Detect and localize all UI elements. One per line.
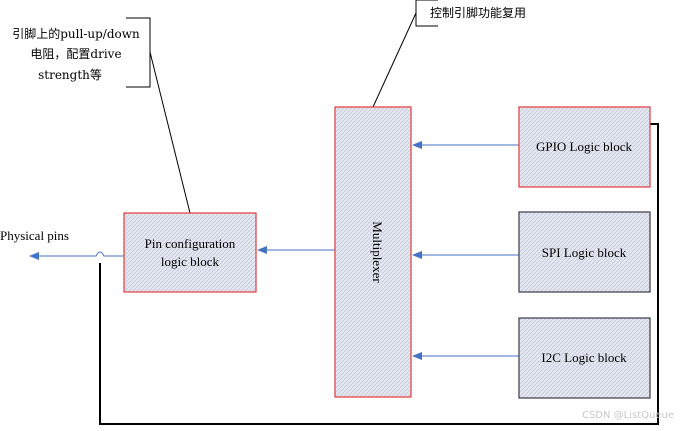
note-line-3: strength等 bbox=[38, 68, 102, 82]
loop-line bbox=[99, 123, 659, 425]
watermark: CSDN @ListQueue bbox=[582, 410, 674, 421]
spi-block: SPI Logic block bbox=[518, 211, 651, 293]
mux-note-text: 控制引脚功能复用 bbox=[430, 5, 526, 20]
pin-config-leader-line bbox=[149, 51, 191, 214]
i2c-block: I2C Logic block bbox=[518, 317, 651, 399]
mux-note: 控制引脚功能复用 bbox=[415, 0, 526, 27]
pin-config-label-1: Pin configuration bbox=[145, 236, 236, 251]
gpio-label: GPIO Logic block bbox=[536, 139, 633, 154]
physical-pins-arrow bbox=[29, 251, 124, 260]
note-line-2: 电阻，配置drive bbox=[30, 47, 121, 61]
mux-leader-line bbox=[372, 12, 417, 108]
pin-config-note: 引脚上的pull-up/down 电阻，配置drive strength等 bbox=[12, 17, 151, 88]
multiplexer-label: Multiplexer bbox=[370, 221, 385, 283]
i2c-label: I2C Logic block bbox=[541, 350, 627, 365]
physical-pins-label: Physical pins bbox=[0, 228, 69, 243]
note-line-1: 引脚上的pull-up/down bbox=[12, 26, 140, 41]
pin-config-block: Pin configuration logic block bbox=[123, 212, 257, 293]
spi-label: SPI Logic block bbox=[542, 245, 627, 260]
multiplexer-block: Multiplexer bbox=[334, 106, 412, 398]
gpio-block: GPIO Logic block bbox=[518, 106, 651, 188]
pin-config-label-2: logic block bbox=[161, 254, 220, 269]
